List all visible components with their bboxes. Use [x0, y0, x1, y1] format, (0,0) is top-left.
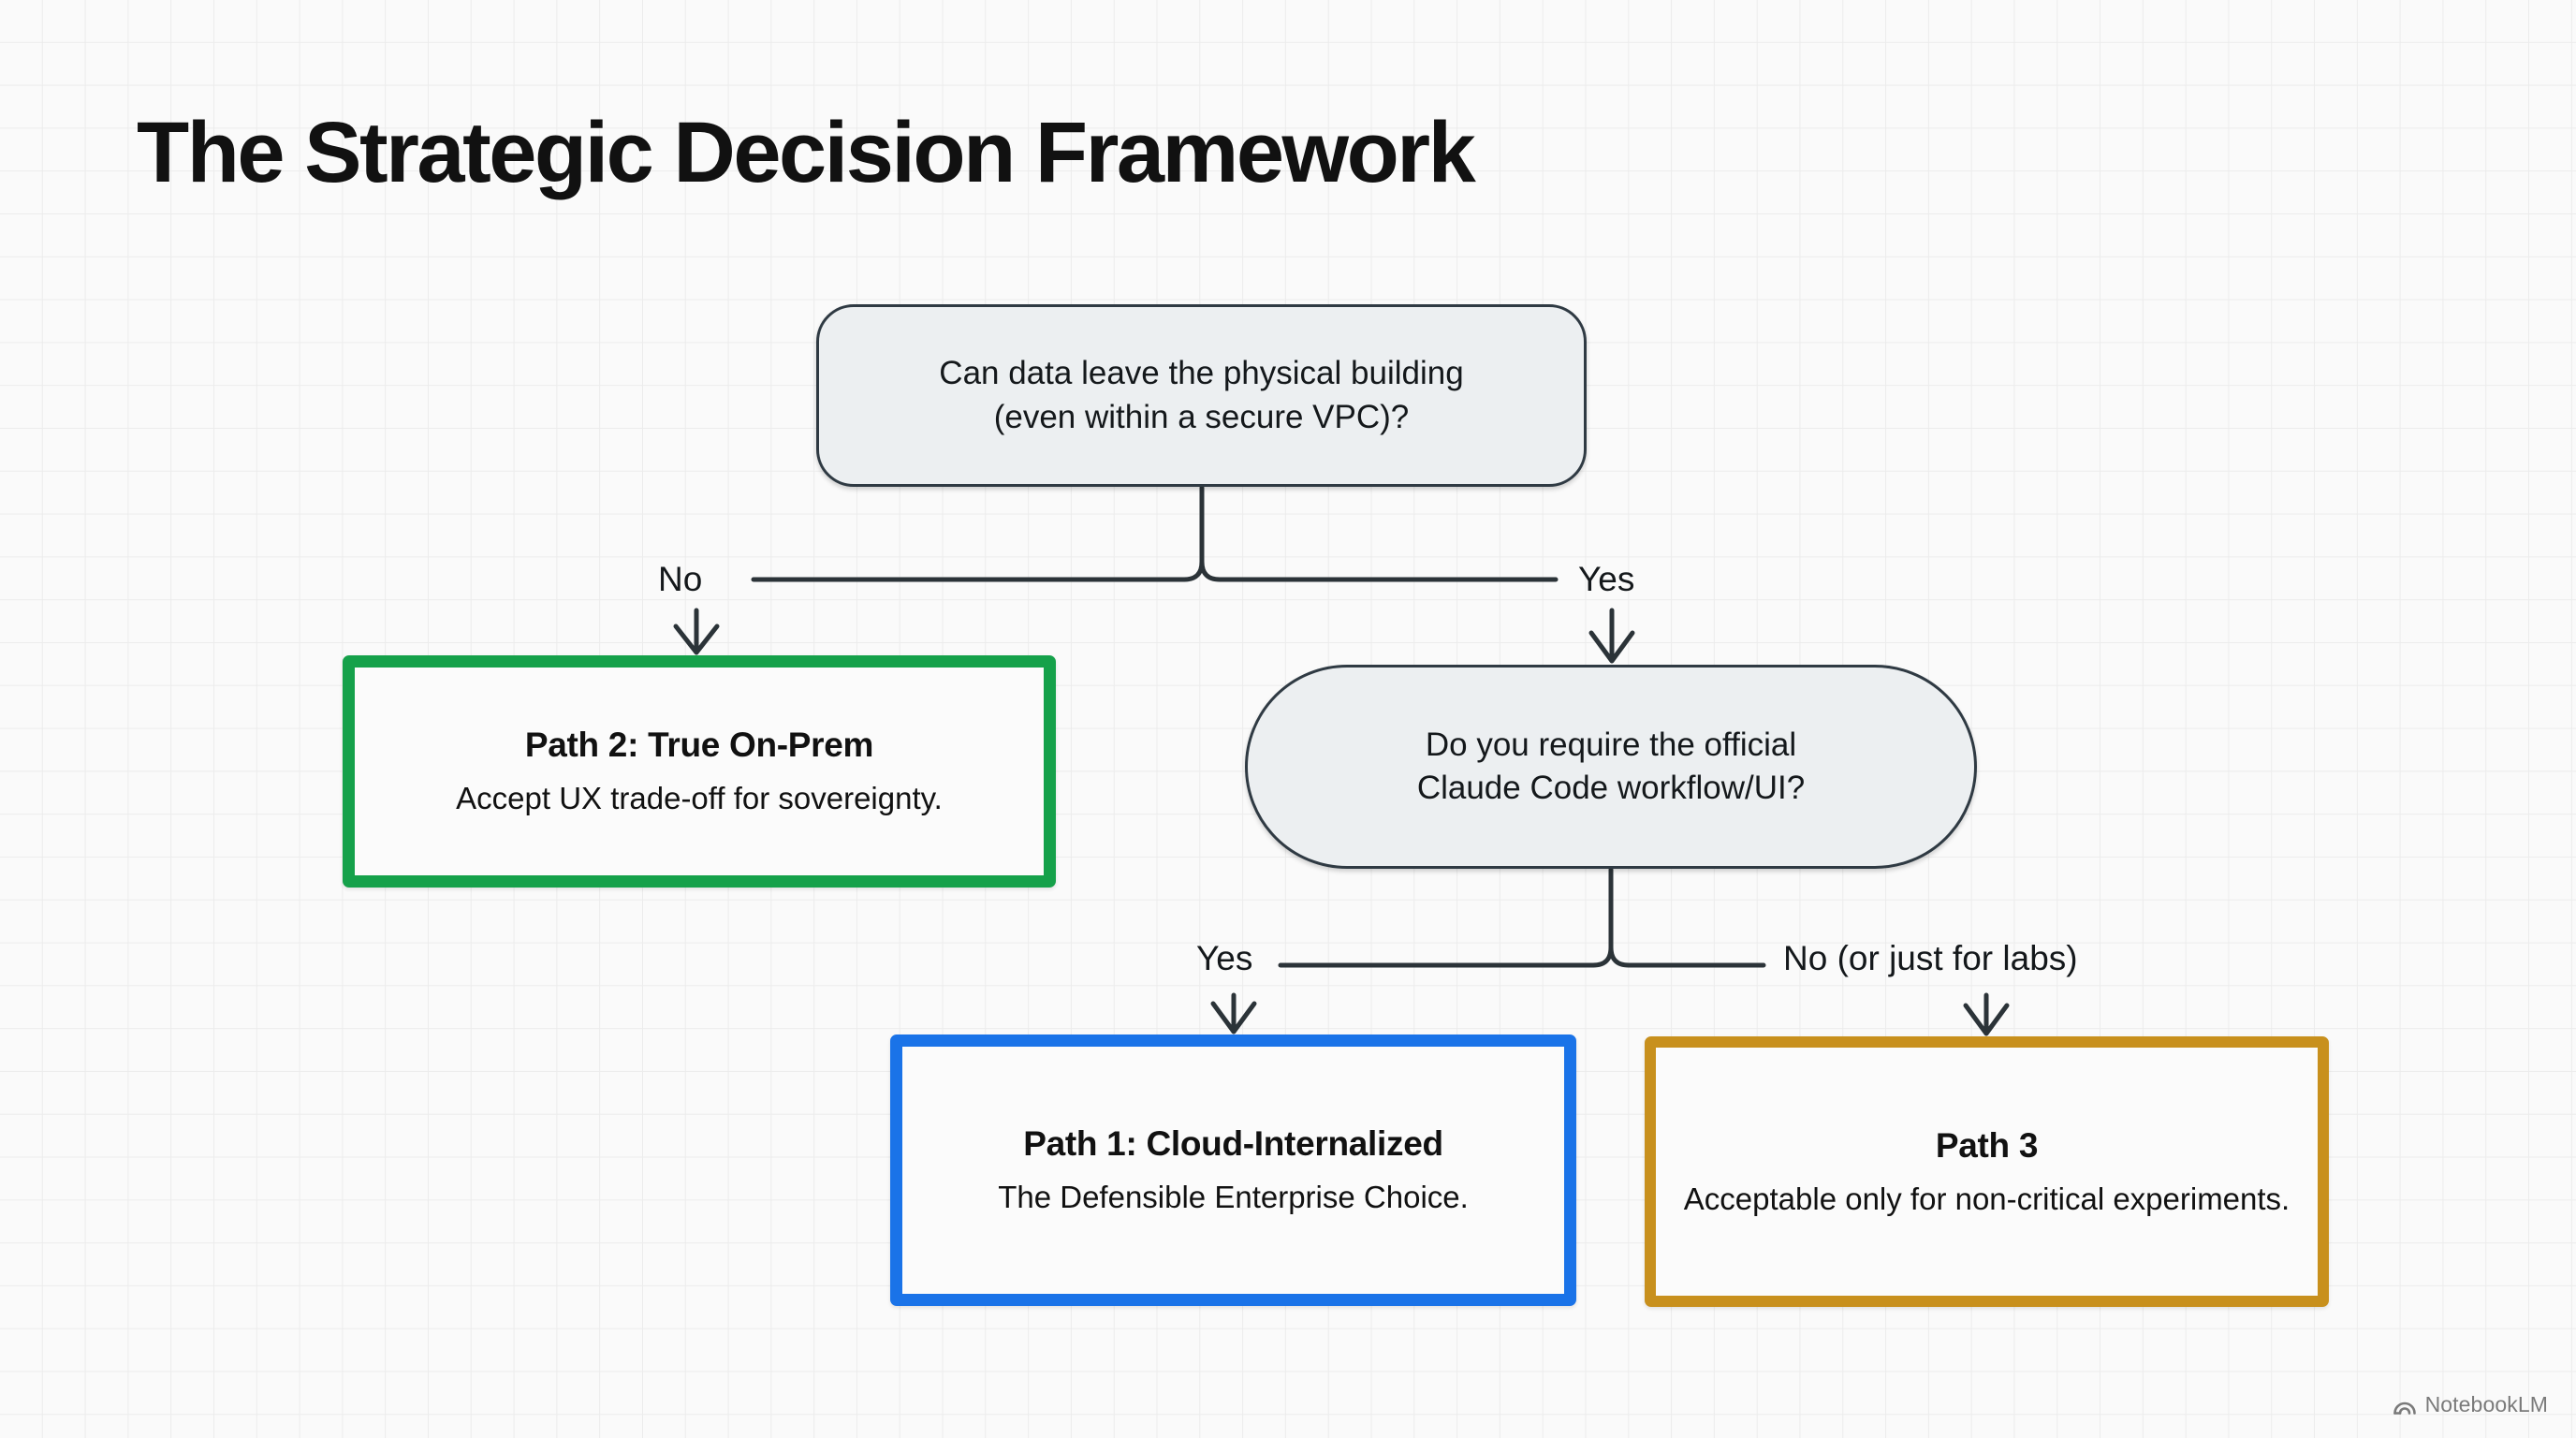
arrowhead-yes: [1588, 630, 1635, 664]
decision-node-data-residency[interactable]: Can data leave the physical building (ev…: [816, 304, 1587, 487]
outcome-box-path-2[interactable]: Path 2: True On-Prem Accept UX trade-off…: [343, 655, 1056, 888]
arrowhead-wf-no: [1963, 1003, 2010, 1036]
decision-line-2: (even within a secure VPC)?: [993, 398, 1410, 435]
decision-line-1: Can data leave the physical building: [939, 355, 1464, 392]
outcome-title: Path 1: Cloud-Internalized: [1023, 1124, 1443, 1164]
notebooklm-label: NotebookLM: [2424, 1392, 2548, 1416]
edge-root-stem: [1181, 485, 1205, 582]
edge-workflow-stem: [1590, 867, 1614, 968]
edge-label-workflow-no: No (or just for labs): [1783, 939, 2078, 977]
outcome-box-path-1[interactable]: Path 1: Cloud-Internalized The Defensibl…: [890, 1034, 1576, 1306]
edge-label-root-no: No: [658, 560, 703, 598]
notebooklm-arc-icon: [2393, 1401, 2416, 1415]
edge-label-root-yes: Yes: [1578, 560, 1635, 598]
decision-line-2: Claude Code workflow/UI?: [1416, 770, 1806, 806]
edge-root-bus-right: [1199, 559, 1559, 582]
outcome-subtitle: Acceptable only for non-critical experim…: [1683, 1181, 2291, 1216]
decision-node-text: Do you require the official Claude Code …: [1417, 724, 1805, 810]
outcome-subtitle: Accept UX trade-off for sovereignty.: [456, 781, 943, 816]
decision-node-claude-code-workflow[interactable]: Do you require the official Claude Code …: [1245, 665, 1977, 869]
notebooklm-watermark: NotebookLM: [2393, 1392, 2548, 1417]
arrowhead-no: [673, 624, 720, 655]
page-title: The Strategic Decision Framework: [137, 105, 1476, 200]
outcome-title: Path 2: True On-Prem: [524, 726, 874, 765]
outcome-subtitle: The Defensible Enterprise Choice.: [998, 1180, 1469, 1215]
decision-node-text: Can data leave the physical building (ev…: [939, 352, 1463, 438]
arrowhead-wf-yes: [1210, 1001, 1257, 1034]
edge-label-workflow-yes: Yes: [1196, 939, 1253, 977]
edge-workflow-bus-right: [1608, 945, 1766, 968]
outcome-box-path-3[interactable]: Path 3 Acceptable only for non-critical …: [1645, 1036, 2329, 1307]
decision-line-1: Do you require the official: [1425, 726, 1797, 763]
outcome-title: Path 3: [1935, 1125, 2039, 1165]
